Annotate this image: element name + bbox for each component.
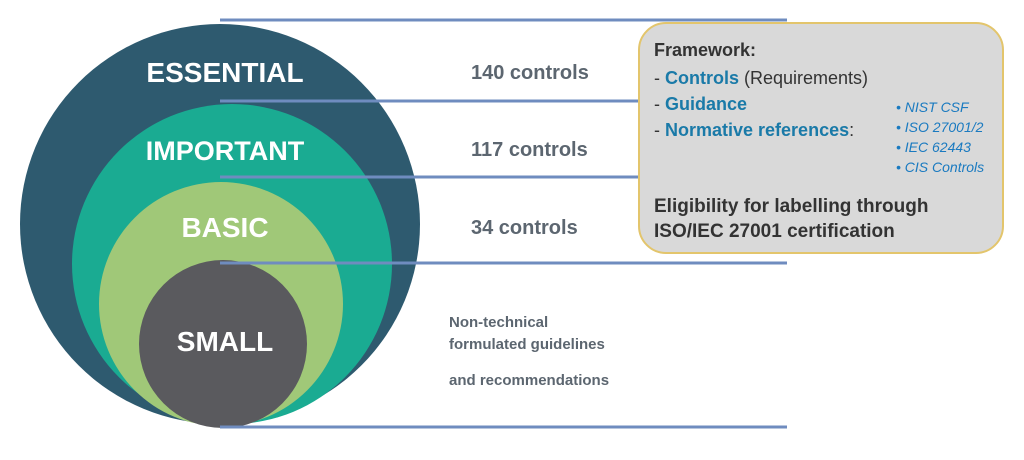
item-prefix: - xyxy=(654,94,665,114)
small-tier-note: Non-technical formulated guidelines and … xyxy=(449,312,609,392)
framework-item-guidance: - Guidance xyxy=(654,94,747,115)
item-prefix: - xyxy=(654,120,665,140)
small-note-line-1: Non-technical xyxy=(449,314,549,331)
reference-nist-csf: • NIST CSF xyxy=(896,99,969,115)
tier-label-basic: BASIC xyxy=(181,212,269,243)
tier-label-small: SMALL xyxy=(176,326,274,357)
framework-box: Framework: - Controls (Requirements) - G… xyxy=(638,22,1004,254)
item-strong-guidance: Guidance xyxy=(665,94,748,114)
eligibility-statement: Eligibility for labelling through ISO/IE… xyxy=(654,194,928,244)
framework-item-normative-references: - Normative references: xyxy=(654,120,854,141)
eligibility-line-2: ISO/IEC 27001 certification xyxy=(654,221,895,242)
small-circle xyxy=(139,260,307,428)
item-rest: (Requirements) xyxy=(739,68,869,88)
small-note-line-2: formulated guidelines xyxy=(449,336,605,353)
framework-title: Framework: xyxy=(654,40,757,60)
item-rest: : xyxy=(849,120,855,140)
essential-controls-count: 140 controls xyxy=(471,62,589,84)
basic-controls-count: 34 controls xyxy=(471,217,578,239)
framework-item-controls: - Controls (Requirements) xyxy=(654,68,868,89)
reference-iec-62443: • IEC 62443 xyxy=(896,139,971,155)
small-note-line-3: and recommendations xyxy=(449,372,610,389)
eligibility-line-1: Eligibility for labelling through xyxy=(654,196,929,217)
tier-label-essential: ESSENTIAL xyxy=(146,57,304,88)
reference-cis-controls: • CIS Controls xyxy=(896,159,985,175)
tier-label-important: IMPORTANT xyxy=(145,136,305,166)
item-prefix: - xyxy=(654,68,665,88)
important-controls-count: 117 controls xyxy=(471,139,588,161)
item-strong-normative: Normative references xyxy=(665,120,850,140)
reference-iso-27001: • ISO 27001/2 xyxy=(896,119,984,135)
item-strong-controls: Controls xyxy=(665,68,739,88)
